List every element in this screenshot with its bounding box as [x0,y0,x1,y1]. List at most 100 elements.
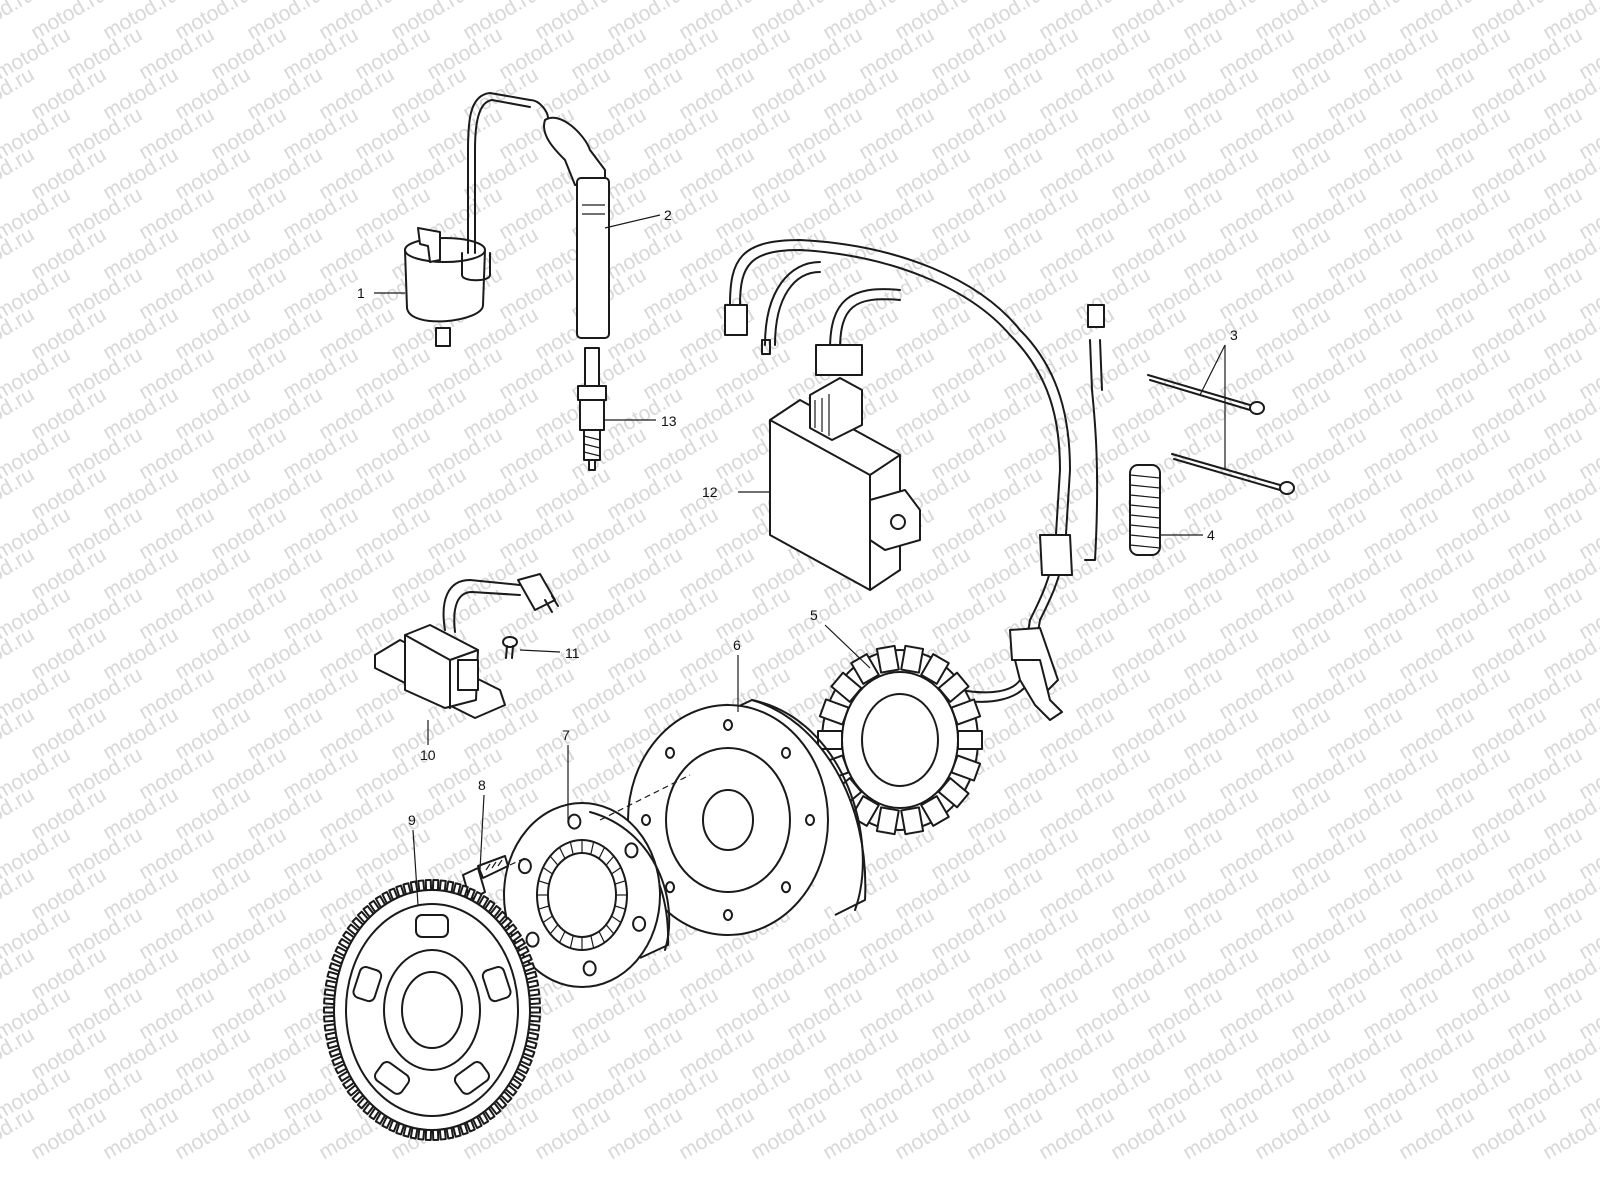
watermark-text: motod.ru [171,943,254,1004]
watermark-text: motod.ru [315,543,398,604]
watermark-text: motod.ru [423,503,506,564]
callout-10: 10 [420,747,436,763]
watermark-text: motod.ru [1539,783,1600,844]
watermark-text: motod.ru [531,1103,614,1164]
watermark-text: motod.ru [1431,23,1514,84]
watermark-text: motod.ru [891,1023,974,1084]
watermark-text: motod.ru [603,303,686,364]
watermark-text: motod.ru [1143,23,1226,84]
watermark-text: motod.ru [1395,863,1478,924]
watermark-text: motod.ru [1431,743,1514,804]
watermark-text: motod.ru [1215,983,1298,1044]
watermark-text: motod.ru [1287,823,1370,884]
watermark-text: motod.ru [243,0,326,44]
watermark-text: motod.ru [1107,703,1190,764]
watermark-text: motod.ru [603,63,686,124]
watermark-text: motod.ru [1503,903,1586,964]
watermark-text: motod.ru [1107,863,1190,924]
watermark-text: motod.ru [315,143,398,204]
watermark-text: motod.ru [1467,943,1550,1004]
watermark-text: motod.ru [0,143,38,204]
watermark-text: motod.ru [351,423,434,484]
watermark-text: motod.ru [63,183,146,244]
watermark-text: motod.ru [0,623,38,684]
callout-7: 7 [562,727,570,743]
stator [817,644,983,836]
watermark-text: motod.ru [0,63,38,124]
watermark-text: motod.ru [0,583,2,644]
watermark-text: motod.ru [891,303,974,364]
watermark-text: motod.ru [459,383,542,444]
watermark-text: motod.ru [1143,983,1226,1044]
watermark-text: motod.ru [243,703,326,764]
watermark-text: motod.ru [1287,103,1370,164]
watermark-text: motod.ru [1395,0,1478,44]
watermark-text: motod.ru [1539,623,1600,684]
watermark-text: motod.ru [1467,223,1550,284]
watermark-text: motod.ru [1287,663,1370,724]
watermark-text: motod.ru [27,63,110,124]
watermark-text: motod.ru [1251,0,1334,44]
watermark-text: motod.ru [999,343,1082,404]
watermark-text: motod.ru [171,783,254,844]
watermark-text: motod.ru [99,703,182,764]
watermark-text: motod.ru [1323,943,1406,1004]
callout-5: 5 [810,607,818,623]
watermark-text: motod.ru [99,143,182,204]
watermark-text: motod.ru [1539,1103,1600,1164]
watermark-text: motod.ru [1395,783,1478,844]
watermark-text: motod.ru [135,0,218,4]
watermark-text: motod.ru [1323,63,1406,124]
ignition-coil [404,92,531,347]
watermark-text: motod.ru [315,0,398,44]
watermark-text: motod.ru [171,703,254,764]
callout-labels: 1 2 3 4 5 6 7 8 9 10 11 12 13 [357,207,1238,828]
watermark-text: motod.ru [351,23,434,84]
watermark-text: motod.ru [819,143,902,204]
watermark-text: motod.ru [0,703,38,764]
watermark-text: motod.ru [531,703,614,764]
watermark-text: motod.ru [1287,583,1370,644]
watermark-text: motod.ru [1467,303,1550,364]
watermark-text: motod.ru [1503,823,1586,884]
watermark-text: motod.ru [1467,783,1550,844]
watermark-text: motod.ru [855,903,938,964]
watermark-text: motod.ru [1107,783,1190,844]
watermark-text: motod.ru [1143,103,1226,164]
watermark-text: motod.ru [0,0,2,4]
wiring-harness [724,239,1105,721]
watermark-text: motod.ru [135,263,218,324]
watermark-text: motod.ru [675,143,758,204]
watermark-text: motod.ru [1323,463,1406,524]
watermark-text: motod.ru [1035,63,1118,124]
watermark-text: motod.ru [783,23,866,84]
watermark-text: motod.ru [1035,783,1118,844]
watermark-text: motod.ru [1071,663,1154,724]
watermark-text: motod.ru [0,743,2,804]
watermark-text: motod.ru [1467,1023,1550,1084]
watermark-text: motod.ru [783,0,866,4]
watermark-text: motod.ru [963,1103,1046,1164]
watermark-text: motod.ru [1215,583,1298,644]
watermark-text: motod.ru [927,903,1010,964]
watermark-text: motod.ru [171,1103,254,1164]
watermark-text: motod.ru [855,1063,938,1124]
watermark-text: motod.ru [963,0,1046,44]
watermark-text: motod.ru [1467,703,1550,764]
watermark-text: motod.ru [63,983,146,1044]
watermark-text: motod.ru [387,0,470,44]
watermark-text: motod.ru [747,63,830,124]
watermark-text: motod.ru [1071,1063,1154,1124]
watermark-text: motod.ru [351,0,434,4]
watermark-text: motod.ru [387,383,470,444]
watermark-text: motod.ru [783,183,866,244]
watermark-text: motod.ru [135,983,218,1044]
watermark-text: motod.ru [171,623,254,684]
watermark-text: motod.ru [891,63,974,124]
watermark-text: motod.ru [1539,223,1600,284]
watermark-text: motod.ru [279,583,362,644]
starter-gear [323,878,541,1142]
watermark-text: motod.ru [0,103,2,164]
watermark-text: motod.ru [1359,343,1442,404]
watermark-text: motod.ru [891,223,974,284]
